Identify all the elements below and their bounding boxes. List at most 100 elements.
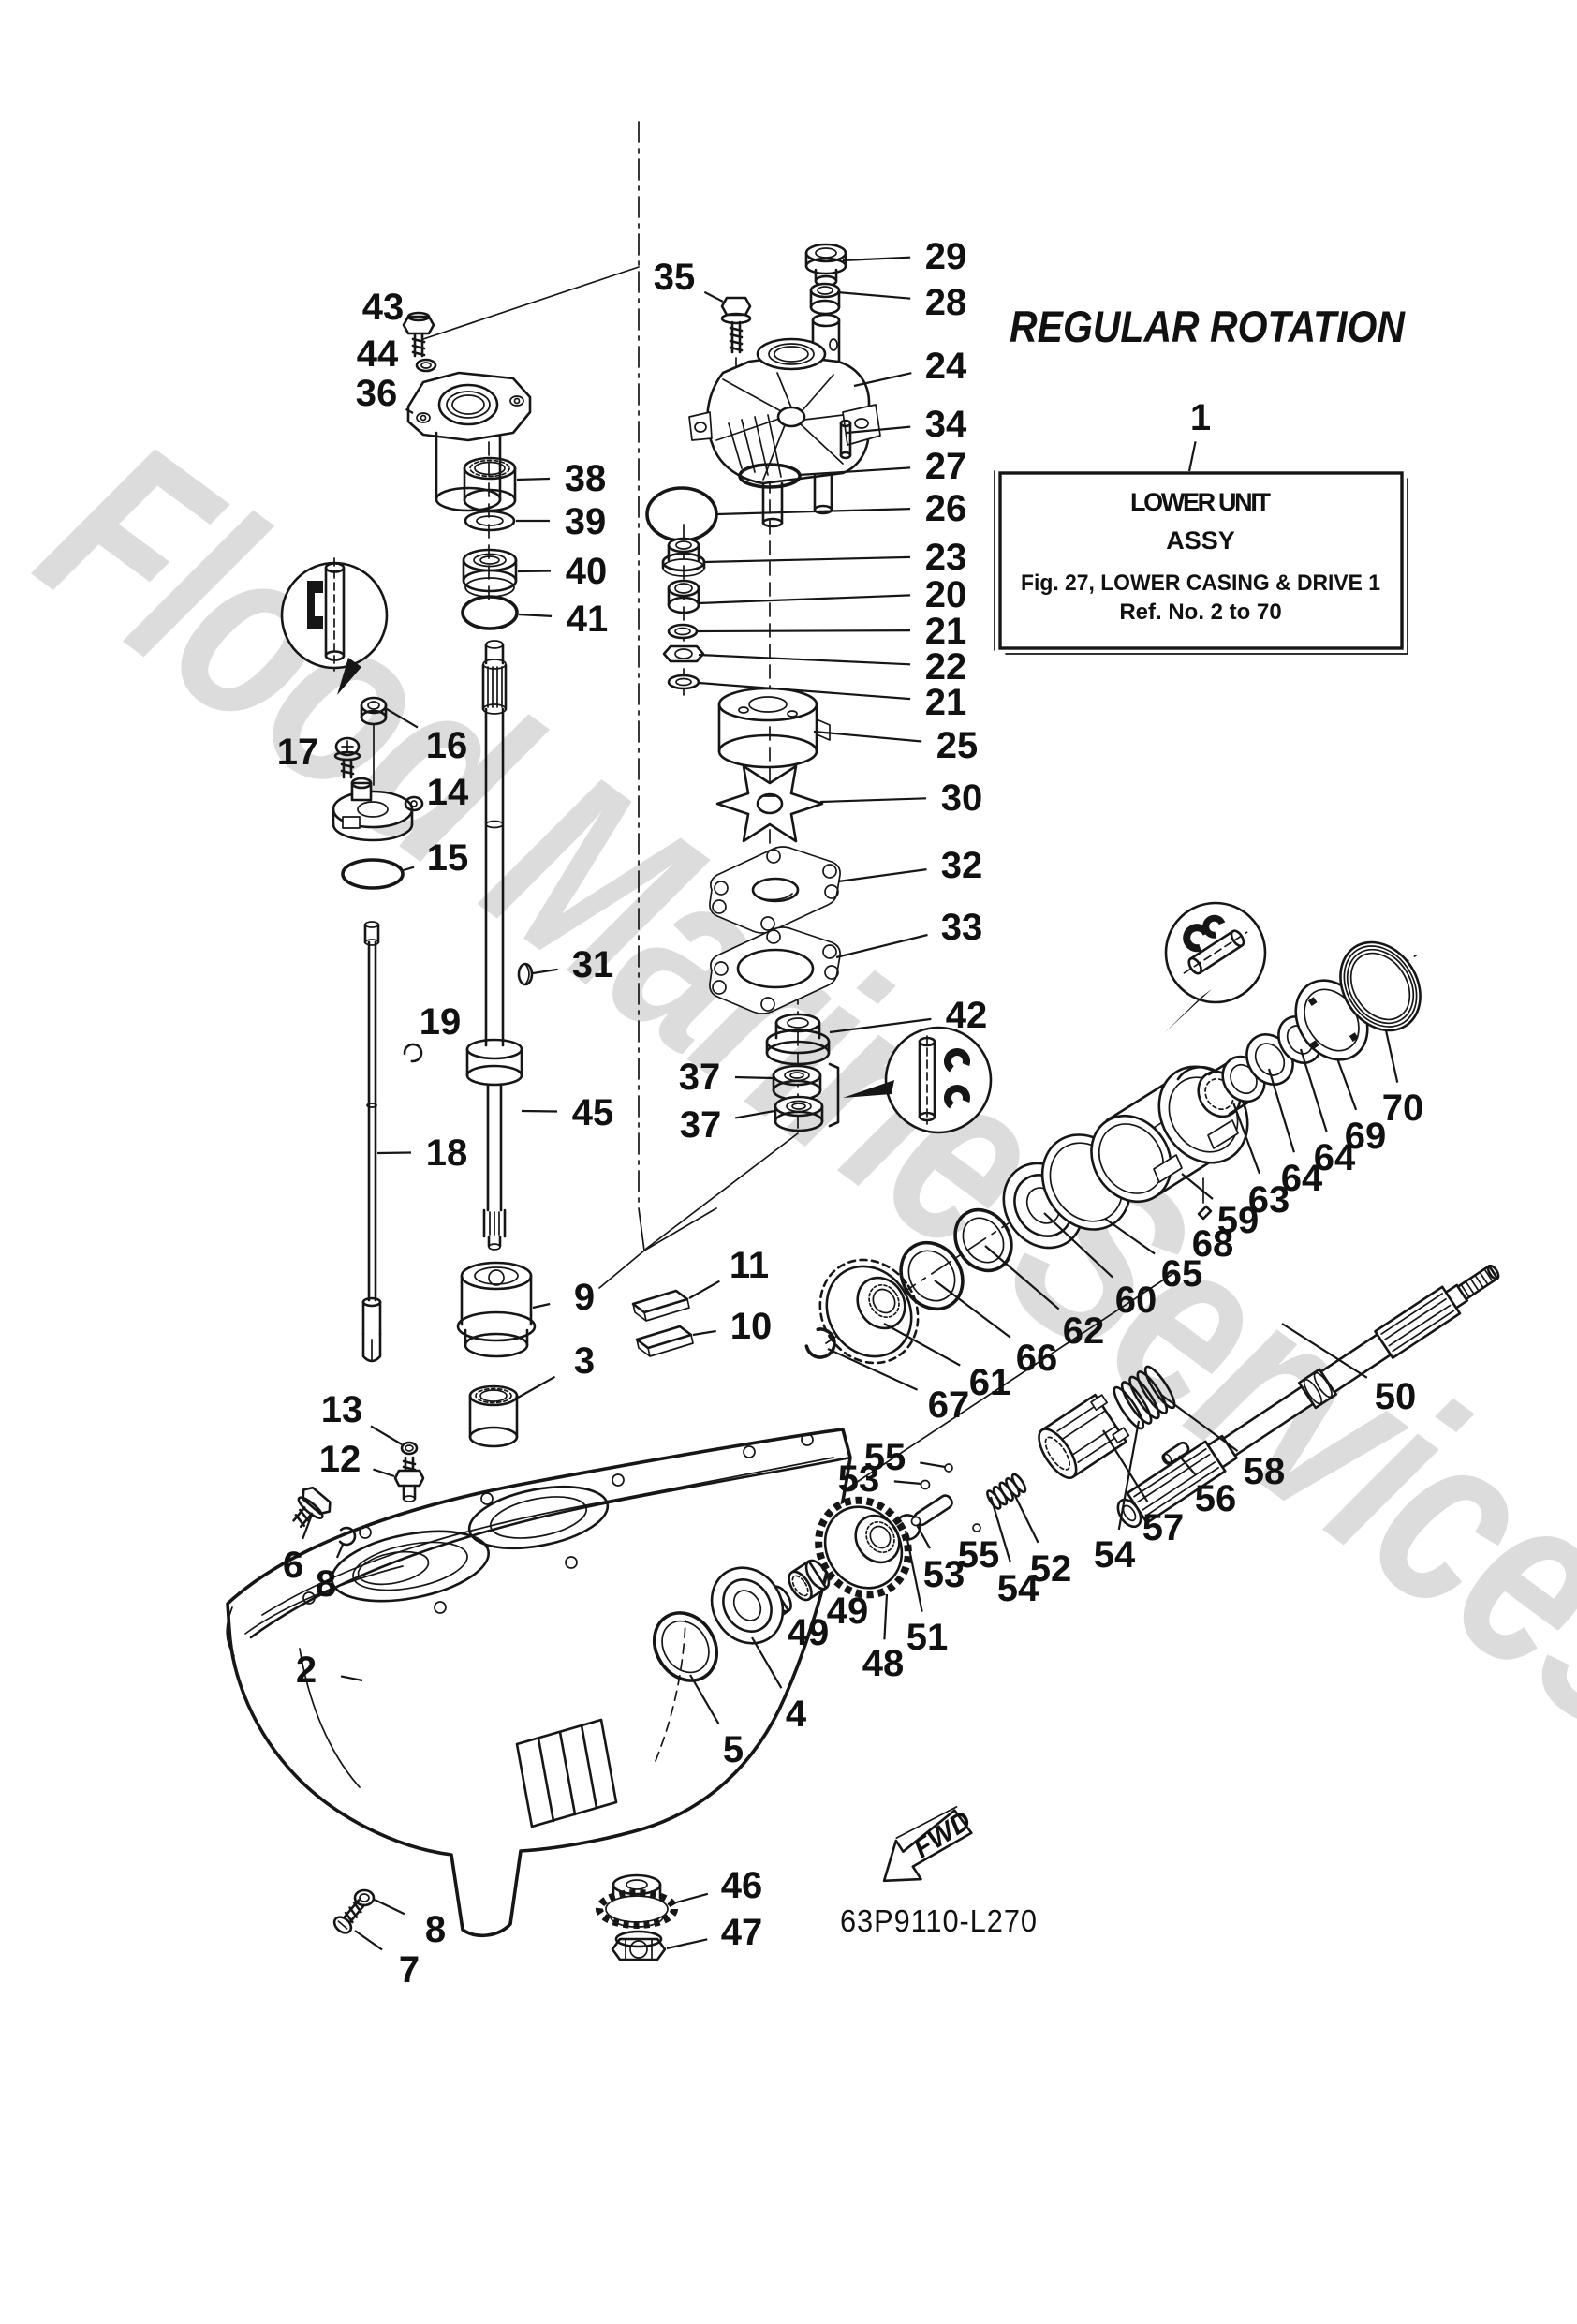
callout-23: 23 bbox=[925, 537, 967, 578]
callout-12: 12 bbox=[319, 1439, 361, 1480]
leader-line-29 bbox=[842, 256, 911, 262]
callout-47: 47 bbox=[721, 1912, 763, 1953]
part-shift-rod bbox=[361, 921, 423, 1363]
leader-line-49 bbox=[815, 1584, 823, 1591]
callout-44: 44 bbox=[357, 333, 399, 375]
leader-line-27 bbox=[798, 466, 911, 477]
info-box: LOWER UNIT ASSY Fig. 27, LOWER CASING & … bbox=[994, 470, 1408, 655]
leader-line-69 bbox=[1335, 1058, 1358, 1111]
part-top-cover-stack bbox=[402, 311, 532, 630]
callout-3: 3 bbox=[574, 1340, 595, 1382]
leader-line-12 bbox=[373, 1468, 395, 1478]
callout-39: 39 bbox=[565, 501, 607, 542]
leader-line-18 bbox=[376, 1151, 412, 1155]
leader-line-63 bbox=[1231, 1102, 1261, 1175]
leader-line-67 bbox=[827, 1347, 919, 1391]
leader-line-5 bbox=[689, 1674, 720, 1724]
callout-8: 8 bbox=[425, 1909, 446, 1950]
callout-36: 36 bbox=[356, 373, 398, 414]
callout-60: 60 bbox=[1115, 1280, 1157, 1321]
leader-line-45 bbox=[521, 1109, 558, 1113]
callout-53: 53 bbox=[838, 1458, 880, 1500]
leader-line-38 bbox=[516, 477, 551, 481]
callout-48: 48 bbox=[862, 1643, 905, 1684]
part-gear-group bbox=[652, 1496, 912, 1682]
leader-line-52 bbox=[1014, 1495, 1039, 1544]
leader-line-2 bbox=[340, 1675, 363, 1682]
callout-18: 18 bbox=[426, 1132, 468, 1174]
leader-line-37 bbox=[734, 1075, 774, 1080]
leader-line-54 bbox=[1117, 1420, 1141, 1531]
callout-62: 62 bbox=[1063, 1310, 1105, 1352]
callout-11: 11 bbox=[730, 1245, 769, 1286]
callout-49: 49 bbox=[827, 1591, 869, 1632]
part-prop-shaft bbox=[1116, 1264, 1500, 1529]
leader-line-10 bbox=[692, 1329, 716, 1337]
callout-24: 24 bbox=[925, 346, 967, 387]
part-casing-hardware bbox=[292, 1441, 678, 1961]
leader-line-41 bbox=[518, 613, 553, 617]
callout-68: 68 bbox=[1192, 1223, 1234, 1265]
leader-line-8 bbox=[335, 1544, 345, 1559]
leader-line-58 bbox=[1160, 1394, 1239, 1452]
leader-line-7 bbox=[354, 1930, 383, 1951]
callout-55: 55 bbox=[958, 1534, 1000, 1576]
callout-53: 53 bbox=[923, 1554, 965, 1595]
callout-54: 54 bbox=[1094, 1534, 1136, 1576]
leader-line-47 bbox=[666, 1938, 708, 1950]
callout-55: 55 bbox=[864, 1437, 906, 1478]
callout-19: 19 bbox=[420, 1001, 462, 1043]
leader-line-60 bbox=[1043, 1212, 1113, 1279]
callout-65: 65 bbox=[1161, 1253, 1203, 1295]
callout-15: 15 bbox=[427, 837, 469, 879]
callout-8: 8 bbox=[316, 1563, 336, 1605]
callout-34: 34 bbox=[925, 404, 967, 445]
callout-20: 20 bbox=[925, 574, 967, 615]
leader-line-31 bbox=[532, 968, 558, 975]
leader-line-53 bbox=[893, 1480, 922, 1486]
callout-31: 31 bbox=[572, 944, 614, 985]
info-box-line3: Fig. 27, LOWER CASING & DRIVE 1 bbox=[1021, 570, 1380, 596]
leader-line-21 bbox=[698, 681, 911, 701]
callout-1: 1 bbox=[1190, 397, 1211, 438]
callout-46: 46 bbox=[721, 1865, 763, 1906]
callout-10: 10 bbox=[730, 1306, 773, 1347]
leader-line-51 bbox=[904, 1530, 923, 1612]
leader-line-37 bbox=[735, 1109, 775, 1119]
leader-line-26 bbox=[716, 508, 911, 516]
leader-line-16 bbox=[386, 708, 419, 729]
leader-line-32 bbox=[837, 868, 927, 883]
callout-37: 37 bbox=[680, 1104, 722, 1146]
callout-37: 37 bbox=[679, 1057, 721, 1098]
callout-66: 66 bbox=[1016, 1338, 1058, 1379]
drawing-code: 63P9110-L270 bbox=[840, 1903, 1038, 1938]
callout-61: 61 bbox=[969, 1362, 1011, 1403]
callout-56: 56 bbox=[1195, 1478, 1237, 1519]
leader-line-64 bbox=[1299, 1048, 1328, 1132]
leader-line-64 bbox=[1267, 1068, 1295, 1153]
callout-9: 9 bbox=[574, 1277, 595, 1318]
fwd-arrow: FWD bbox=[882, 1805, 977, 1883]
part-carrier-group bbox=[804, 901, 1422, 1365]
callout-21: 21 bbox=[925, 682, 967, 723]
info-box-line4: Ref. No. 2 to 70 bbox=[1119, 600, 1281, 625]
callout-29: 29 bbox=[925, 236, 967, 277]
callout-51: 51 bbox=[906, 1617, 949, 1658]
callout-17: 17 bbox=[277, 732, 319, 773]
leader-line-59 bbox=[1181, 1173, 1214, 1200]
callout-59: 59 bbox=[1217, 1200, 1260, 1241]
callout-64: 64 bbox=[1314, 1137, 1356, 1178]
leader-line-48 bbox=[883, 1593, 889, 1640]
callout-52: 52 bbox=[1030, 1548, 1072, 1590]
leader-line-8 bbox=[374, 1899, 405, 1916]
callout-25: 25 bbox=[936, 725, 979, 766]
leader-line-13 bbox=[370, 1425, 403, 1445]
callout-27: 27 bbox=[925, 446, 967, 487]
callout-7: 7 bbox=[399, 1949, 420, 1991]
leader-line-25 bbox=[813, 730, 922, 743]
leader-line-24 bbox=[853, 372, 912, 388]
leader-line-61 bbox=[883, 1323, 961, 1367]
leader-line-34 bbox=[846, 425, 911, 435]
